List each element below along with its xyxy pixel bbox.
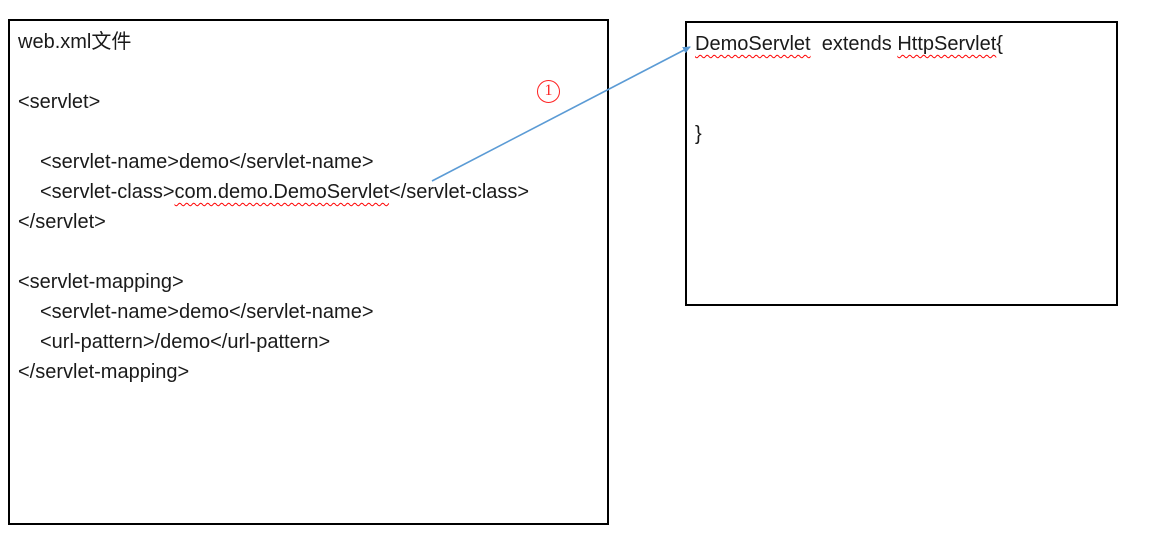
servlet-class-open-tag: <servlet-class> (40, 181, 175, 203)
webxml-box: web.xml文件 <servlet> <servlet-name>demo</… (8, 19, 609, 525)
superclass-name: HttpServlet (897, 33, 997, 55)
servlet-class-close-tag: </servlet-class> (389, 181, 530, 203)
class-name: DemoServlet (695, 33, 811, 55)
servlet-class-box: DemoServlet extends HttpServlet{ } (685, 21, 1118, 306)
mapping-servlet-name-line: <servlet-name>demo</servlet-name> (40, 301, 374, 323)
servlet-open-tag-line: <servlet> (18, 91, 101, 113)
extends-keyword: extends (810, 33, 898, 55)
servlet-class-value: com.demo.DemoServlet (174, 181, 390, 203)
webxml-box-title: web.xml文件 (18, 31, 132, 53)
blank-line (18, 117, 599, 147)
blank-line (695, 59, 1108, 89)
step-number-badge: 1 (537, 80, 560, 103)
close-brace-line: } (695, 123, 702, 145)
url-pattern-line: <url-pattern>/demo</url-pattern> (40, 331, 331, 353)
servlet-name-line: <servlet-name>demo</servlet-name> (40, 151, 374, 173)
blank-line (18, 237, 599, 267)
blank-line (18, 57, 599, 87)
servlet-mapping-open-line: <servlet-mapping> (18, 271, 184, 293)
blank-line (695, 89, 1108, 119)
servlet-mapping-close-line: </servlet-mapping> (18, 361, 190, 383)
class-declaration-line: DemoServlet extends HttpServlet{ (695, 29, 1108, 59)
open-brace: { (996, 33, 1003, 55)
servlet-class-line: <servlet-class>com.demo.DemoServlet</ser… (18, 177, 599, 207)
servlet-close-tag-line: </servlet> (18, 211, 106, 233)
